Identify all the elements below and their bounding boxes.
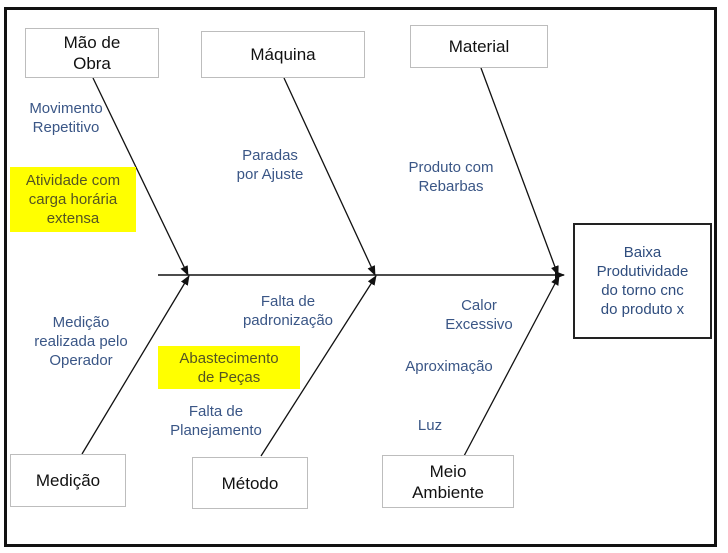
bone-material bbox=[480, 67, 559, 276]
category-material: Material bbox=[410, 25, 548, 68]
bone-mao-de-obra bbox=[92, 77, 189, 276]
cause-luz: Luz bbox=[417, 417, 443, 434]
bone-maquina bbox=[283, 77, 376, 276]
cause-paradas-por-ajuste: Paradas por Ajuste bbox=[236, 147, 304, 183]
cause-falta-de-planejamento: Falta de Planejamento bbox=[170, 403, 262, 439]
cause-movimento-repetitivo: Movimento Repetitivo bbox=[29, 100, 103, 136]
cause-calor-excessivo: Calor Excessivo bbox=[445, 297, 513, 333]
category-meio-ambiente: Meio Ambiente bbox=[382, 455, 514, 508]
cause-aproximacao: Aproximação bbox=[405, 358, 493, 375]
category-mao-de-obra: Mão de Obra bbox=[25, 28, 159, 78]
cause-medicao-operador: Medição realizada pelo Operador bbox=[34, 314, 128, 369]
cause-atividade-carga-horaria: Atividade com carga horária extensa bbox=[10, 167, 136, 232]
effect-box: Baixa Produtividade do torno cnc do prod… bbox=[573, 223, 712, 339]
bone-medicao bbox=[81, 275, 190, 455]
category-maquina: Máquina bbox=[201, 31, 365, 78]
category-medicao: Medição bbox=[10, 454, 126, 507]
cause-produto-com-rebarbas: Produto com Rebarbas bbox=[408, 159, 494, 195]
category-metodo: Método bbox=[192, 457, 308, 509]
bone-metodo bbox=[260, 275, 377, 457]
cause-abastecimento-de-pecas: Abastecimento de Peças bbox=[158, 346, 300, 389]
cause-falta-de-padronizacao: Falta de padronização bbox=[242, 293, 334, 329]
bone-meio-ambiente bbox=[463, 275, 560, 457]
